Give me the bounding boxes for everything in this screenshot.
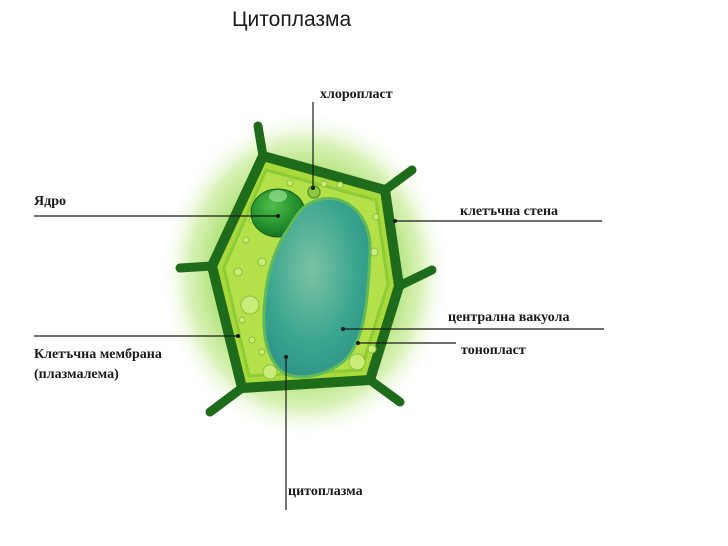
label-membrane-line1: Клетъчна мембрана <box>34 347 162 362</box>
leader-lines <box>34 102 604 510</box>
nucleolus <box>269 190 287 202</box>
chloroplast <box>307 185 321 199</box>
adjacent-wall-stubs <box>175 121 437 417</box>
diagram-title: Цитоплазма <box>232 8 352 31</box>
central-vacuole <box>262 197 372 379</box>
label-cytoplasm: цитоплазма <box>288 484 363 499</box>
label-tonoplast: тонопласт <box>461 343 526 358</box>
label-nucleus: Ядро <box>34 194 66 209</box>
label-cell-wall: клетъчна стена <box>460 204 559 219</box>
cytoplasm-granules <box>233 179 380 380</box>
label-chloroplast: хлоропласт <box>320 87 393 102</box>
label-central-vacuole: централна вакуола <box>448 310 570 325</box>
leader-endpoints <box>236 186 397 359</box>
label-membrane-line2: (плазмалема) <box>34 367 119 382</box>
